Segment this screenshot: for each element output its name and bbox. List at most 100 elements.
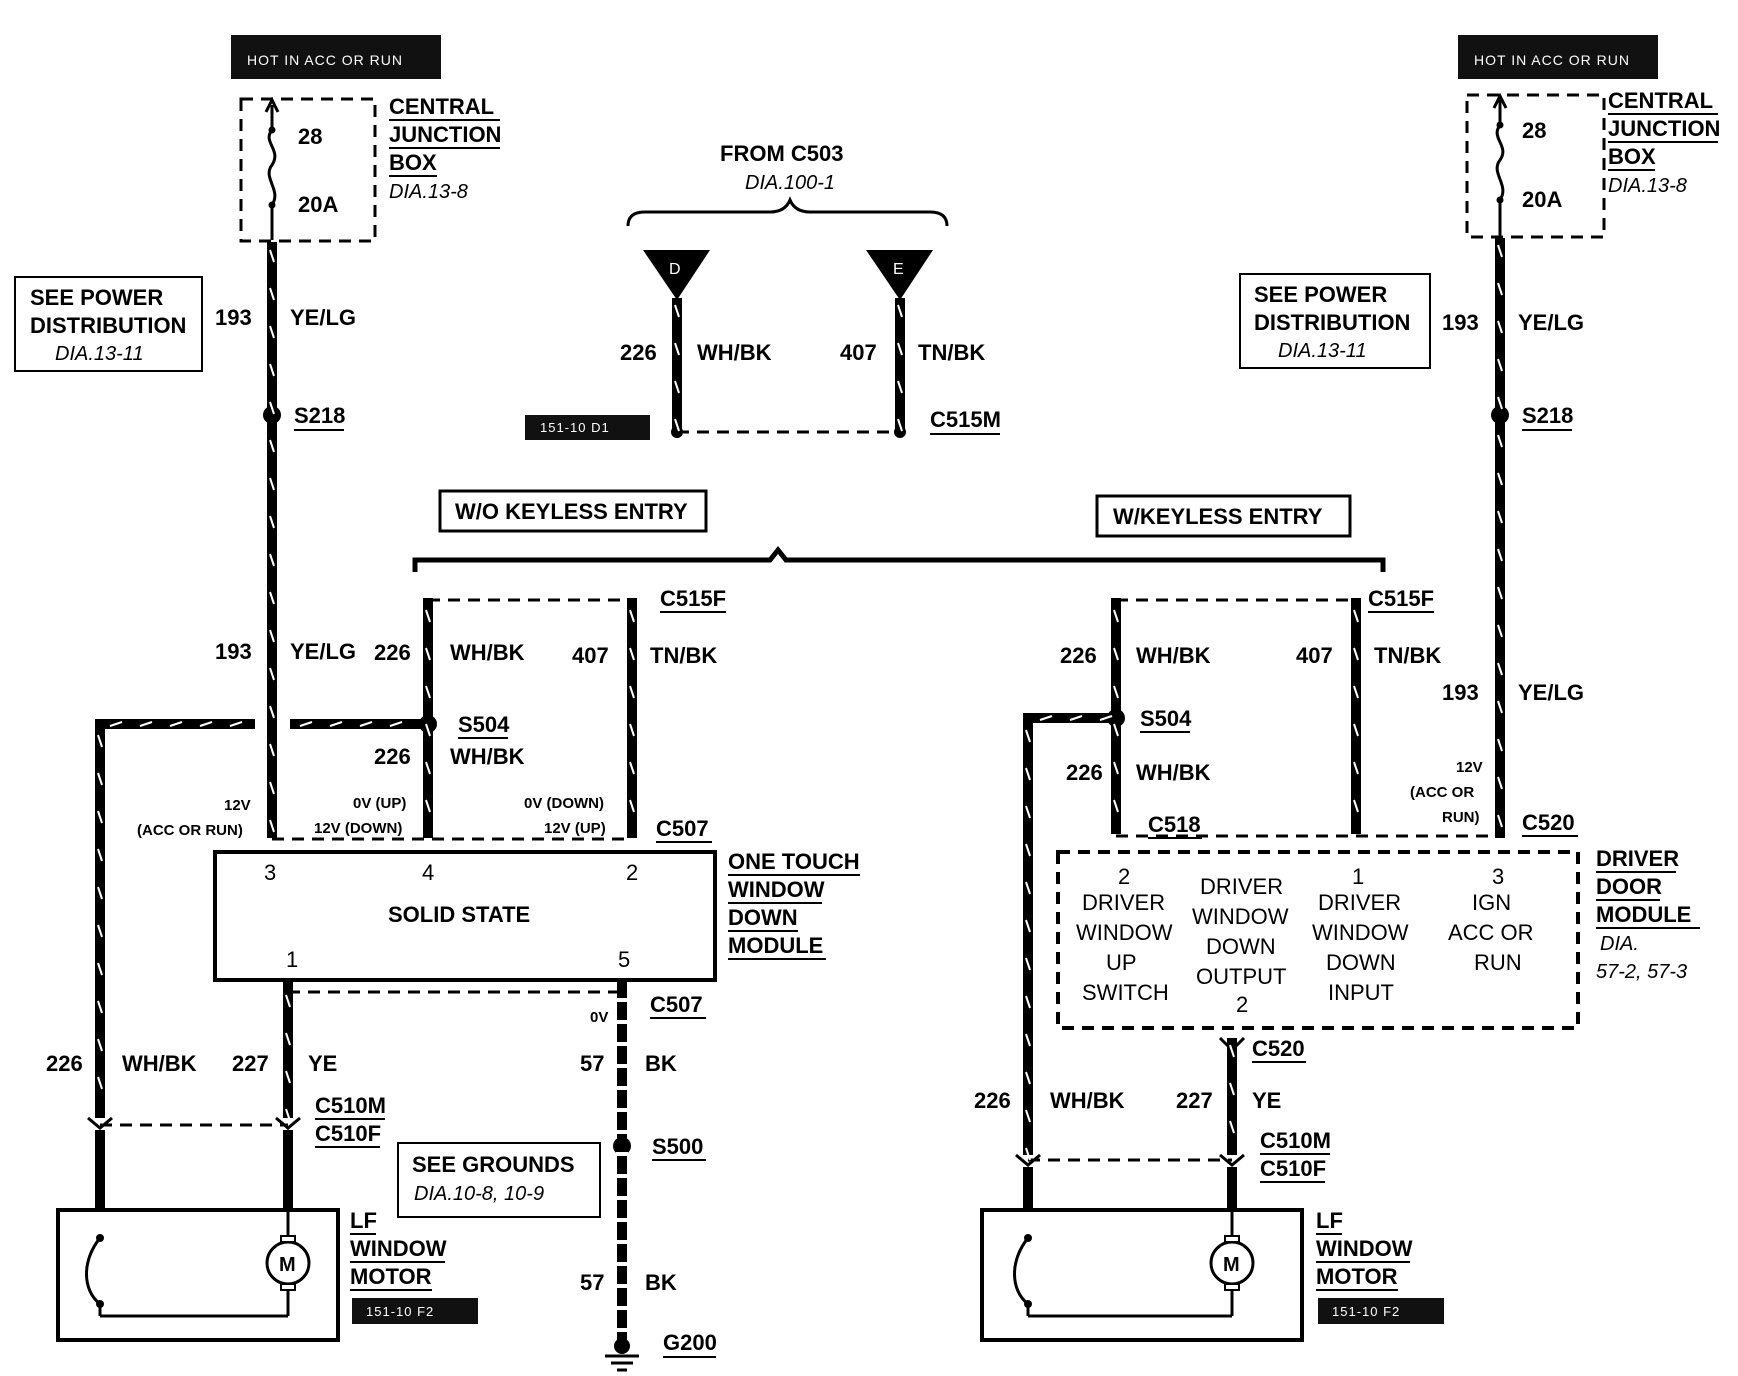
- wire-hatch: [425, 685, 431, 699]
- wire-hatch: [674, 304, 680, 318]
- wire-hatch: [1497, 396, 1503, 410]
- wire-hatch: [97, 734, 103, 748]
- wire-hatch: [897, 380, 903, 394]
- ground-g200: [614, 1338, 630, 1354]
- one-touch-module: [213, 850, 717, 982]
- c515f-label-right: C515F: [1368, 586, 1434, 611]
- wire-227-color-left: YE: [308, 1051, 337, 1076]
- wire-hatch: [1113, 685, 1119, 699]
- ddm-pin-3-line-1: DRIVER: [1318, 890, 1401, 915]
- ddm-pin-3-num: 1: [1352, 864, 1364, 889]
- s218-label-right: S218: [1522, 403, 1573, 428]
- wire-hatch: [285, 1032, 291, 1046]
- ddm-pin-3-line-3: DOWN: [1326, 950, 1396, 975]
- pin-5-left: 5: [618, 947, 630, 972]
- ddm-pin-3-line-2: WINDOW: [1312, 920, 1409, 945]
- wire-hatch: [1113, 647, 1119, 661]
- wire-hatch: [269, 249, 275, 263]
- module-name-1: ONE TOUCH: [728, 849, 860, 874]
- v-0v: 0V: [590, 1009, 608, 1026]
- see-power-dia-right: DIA.13-11: [1278, 340, 1367, 362]
- keyless-bracket: [412, 545, 1386, 572]
- wire-hatch: [269, 439, 275, 453]
- wire-407-color-right: TN/BK: [1374, 643, 1441, 668]
- wire-hatch: [97, 772, 103, 786]
- ddm-pin-4-line-3: RUN: [1474, 950, 1522, 975]
- wire-407-color-center: TN/BK: [918, 340, 985, 365]
- wire-226-color-left-low: WH/BK: [122, 1051, 197, 1076]
- wire-hatch: [897, 304, 903, 318]
- wire-hatch: [1353, 609, 1359, 623]
- motor-name-right-2: WINDOW: [1316, 1236, 1413, 1261]
- wire-hatch: [1025, 805, 1031, 819]
- wire-hatch: [1497, 700, 1503, 714]
- wire-hatch: [97, 1000, 103, 1014]
- wire-hatch: [1229, 1044, 1235, 1058]
- wire-hatch: [1353, 647, 1359, 661]
- wire-193-color-left: YE/LG: [290, 639, 356, 664]
- see-power-right-1: SEE POWER: [1254, 282, 1387, 307]
- wire-hatch: [97, 1038, 103, 1052]
- c520-label-bottom: C520: [1252, 1036, 1305, 1061]
- wire-hatch: [1353, 761, 1359, 775]
- wire-hatch: [269, 667, 275, 681]
- wire-hatch: [1025, 1071, 1031, 1085]
- v-pin4-2: 12V (DOWN): [314, 820, 402, 837]
- wire-226-num-right-low: 226: [974, 1088, 1011, 1113]
- pin-4-left: 4: [422, 860, 434, 885]
- module-name-3: DOWN: [728, 905, 798, 930]
- wire-hatch: [1039, 715, 1053, 721]
- wire-hatch: [97, 924, 103, 938]
- ddm-pin-block-4: 3 IGN ACC OR RUN: [1448, 864, 1534, 975]
- driver-door-module: [1056, 850, 1580, 1030]
- motor-name-left-3: MOTOR: [350, 1264, 432, 1289]
- wire-hatch: [1497, 624, 1503, 638]
- wire-hatch: [169, 721, 183, 727]
- wire-hatch: [1113, 799, 1119, 813]
- wire-hatch: [629, 647, 635, 661]
- motor-switch-left: [85, 1237, 102, 1306]
- wire-hatch: [97, 1076, 103, 1090]
- wire-hatch: [1497, 738, 1503, 752]
- v-12acc-left-1: 12V: [224, 797, 251, 814]
- v-12acc-right-1: 12V: [1456, 759, 1483, 776]
- wire-hatch: [629, 609, 635, 623]
- motor-name-left-2: WINDOW: [350, 1236, 447, 1261]
- hot-label-right: HOT IN ACC OR RUN: [1474, 52, 1630, 68]
- tag-d1: [525, 415, 650, 440]
- wire-hatch: [674, 418, 680, 432]
- wire-hatch: [109, 721, 123, 727]
- tag-f2-right-label: 151-10 F2: [1332, 1304, 1400, 1319]
- wire-193-num-left: 193: [215, 639, 252, 664]
- wire-hatch: [269, 325, 275, 339]
- wire-hatch: [1229, 1120, 1235, 1134]
- wire-226-color-center: WH/BK: [697, 340, 772, 365]
- wire-226-color-right-low: WH/BK: [1050, 1088, 1125, 1113]
- wire-hatch-marks: [97, 244, 1503, 1332]
- wire-193-num-right: 193: [1442, 680, 1479, 705]
- ddm-name-3: MODULE: [1596, 902, 1691, 927]
- c510m-label-left: C510M: [315, 1093, 386, 1118]
- motor-box-right: [980, 1208, 1304, 1342]
- c518-label: C518: [1148, 812, 1201, 837]
- wo-keyless-label: W/O KEYLESS ENTRY: [455, 499, 688, 524]
- tag-f2-left: [352, 1298, 478, 1324]
- fuse-symbol-left: [267, 105, 277, 240]
- tag-f2-right: [1318, 1298, 1444, 1324]
- wire-57-num-left-a: 57: [580, 1051, 604, 1076]
- ddm-pin-1-num: 2: [1118, 864, 1130, 889]
- wire-hatch: [269, 287, 275, 301]
- wire-226-num-left-low: 226: [46, 1051, 83, 1076]
- cjb-label-right-2: JUNCTION: [1608, 116, 1720, 141]
- wire-hatch: [285, 1070, 291, 1084]
- motor-m-left: M: [279, 1254, 296, 1276]
- hot-label-left: HOT IN ACC OR RUN: [247, 52, 403, 68]
- splice-s500: [613, 1137, 631, 1155]
- wire-hatch: [897, 418, 903, 432]
- wire-226-branch-right: [1023, 713, 1116, 1155]
- wire-hatch: [1497, 282, 1503, 296]
- fuse-symbol-right: [1495, 100, 1505, 236]
- motor-name-right-3: MOTOR: [1316, 1264, 1398, 1289]
- see-power-left-2: DISTRIBUTION: [30, 313, 186, 338]
